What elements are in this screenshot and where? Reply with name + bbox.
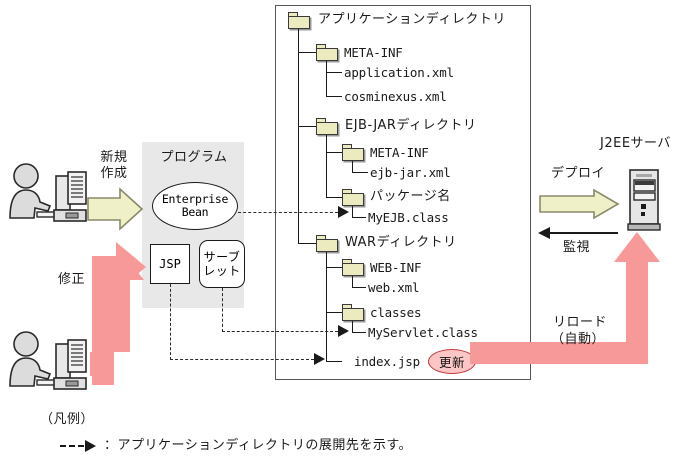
dashed-connector-jsp-vertical	[170, 284, 171, 360]
tree-label-war-dir: WARディレクトリ	[345, 235, 457, 250]
tree-spine-web-inf	[352, 276, 354, 288]
dashed-arrowhead-ejb	[338, 206, 349, 218]
tree-branch-application-xml	[326, 72, 342, 74]
tree-label-myejb-class: MyEJB.class	[368, 210, 449, 225]
action-label-create-new-1: 新規	[100, 150, 128, 165]
person-at-computer-icon-1	[9, 163, 87, 222]
tree-spine-war-dir	[326, 252, 328, 362]
yellow-block-arrow-create-new	[87, 187, 144, 231]
jsp-node: JSP	[150, 244, 190, 284]
action-label-modify: 修正	[58, 272, 86, 287]
folder-icon-package-name	[342, 189, 364, 206]
legend-entry-text: ：アプリケーションディレクトリの展開先を示す。	[104, 438, 413, 453]
action-label-create-new-2: 作成	[100, 166, 128, 181]
tree-spine-meta-inf-2	[352, 161, 354, 173]
monitor-arrow-line	[550, 232, 618, 234]
folder-icon-web-inf	[342, 259, 364, 276]
monitor-arrowhead	[538, 227, 550, 239]
tree-label-package-name: パッケージ名	[370, 189, 451, 204]
tree-branch-web-xml	[352, 287, 366, 289]
tree-branch-ejb-jar-xml	[352, 172, 368, 174]
dashed-arrowhead-servlet	[338, 325, 349, 337]
dashed-connector-ejb	[238, 212, 338, 213]
tree-branch-myservlet-class	[352, 332, 366, 334]
tree-label-meta-inf-2: META-INF	[370, 145, 429, 160]
tree-label-application-xml: application.xml	[344, 65, 454, 80]
status-badge-update: 更新	[428, 349, 476, 374]
update-badge-label: 更新	[438, 355, 465, 370]
tree-label-ejb-jar-dir: EJB-JARディレクトリ	[345, 118, 477, 133]
tree-branch-ejb-jar-dir	[298, 126, 316, 128]
action-label-monitor: 監視	[563, 240, 591, 255]
folder-icon-meta-inf-2	[342, 144, 364, 161]
tree-label-index-jsp: index.jsp	[354, 354, 420, 369]
legend-dashed-line-icon	[60, 444, 84, 447]
dashed-connector-servlet-horizontal	[222, 331, 338, 332]
pink-arrow-modify-final	[92, 242, 146, 385]
dashed-arrowhead-jsp	[314, 353, 325, 365]
enterprise-bean-label-1: Enterprise	[161, 192, 229, 206]
tree-branch-classes	[326, 312, 342, 314]
tree-branch-web-inf	[326, 267, 342, 269]
tree-label-web-inf: WEB-INF	[370, 260, 422, 275]
tree-branch-myejb-class	[352, 217, 366, 219]
legend-arrowhead-icon	[85, 439, 96, 452]
tree-label-ejb-jar-xml: ejb-jar.xml	[370, 165, 451, 180]
tree-spine-meta-inf-1	[326, 61, 328, 97]
tree-label-classes: classes	[370, 305, 422, 320]
j2ee-server-label: J2EEサーバ	[600, 136, 671, 151]
application-directory-box	[275, 5, 531, 380]
folder-icon-app-directory	[288, 12, 310, 29]
servlet-label-2: レット	[203, 264, 241, 278]
tree-label-meta-inf-1: META-INF	[344, 45, 403, 60]
dashed-connector-servlet-vertical	[222, 288, 223, 332]
yellow-block-arrow-deploy	[539, 188, 620, 220]
enterprise-bean-node: Enterprise Bean	[152, 182, 238, 230]
folder-icon-war-dir	[316, 235, 338, 252]
tree-label-myservlet-class: MyServlet.class	[368, 325, 478, 340]
tree-spine-classes	[352, 321, 354, 333]
legend-heading: （凡例）	[40, 412, 95, 427]
folder-icon-classes	[342, 304, 364, 321]
person-at-computer-icon-2	[9, 331, 87, 390]
action-label-deploy: デプロイ	[551, 166, 606, 181]
tree-branch-meta-inf-2	[326, 152, 342, 154]
legend-row: ：アプリケーションディレクトリの展開先を示す。	[60, 438, 412, 453]
servlet-node: サーブ レット	[199, 240, 245, 288]
tree-branch-war-dir	[298, 243, 316, 245]
tree-branch-meta-inf	[298, 52, 316, 54]
action-label-reload-2: （自動）	[551, 332, 606, 347]
tree-spine-ejb-jar-dir	[326, 135, 328, 198]
tree-branch-index-jsp	[326, 361, 342, 363]
server-tower-icon	[627, 169, 661, 231]
tree-label-app-directory: アプリケーションディレクトリ	[318, 12, 506, 27]
folder-icon-ejb-jar-dir	[316, 118, 338, 135]
dashed-connector-jsp-horizontal	[170, 359, 314, 360]
tree-spine-package-name	[352, 206, 354, 218]
tree-branch-cosminexus-xml	[326, 96, 342, 98]
enterprise-bean-label-2: Bean	[181, 205, 209, 219]
folder-icon-meta-inf-1	[316, 44, 338, 61]
action-label-reload-1: リロード	[553, 315, 608, 330]
program-box-title: プログラム	[160, 150, 228, 165]
tree-spine-root	[298, 29, 300, 244]
tree-branch-package-name	[326, 197, 342, 199]
tree-label-web-xml: web.xml	[368, 280, 420, 295]
jsp-label: JSP	[159, 257, 181, 271]
servlet-label-1: サーブ	[203, 250, 241, 264]
pink-arrow-reload	[470, 232, 660, 364]
tree-label-cosminexus-xml: cosminexus.xml	[344, 89, 447, 104]
pink-block-arrow-modify	[90, 252, 144, 376]
